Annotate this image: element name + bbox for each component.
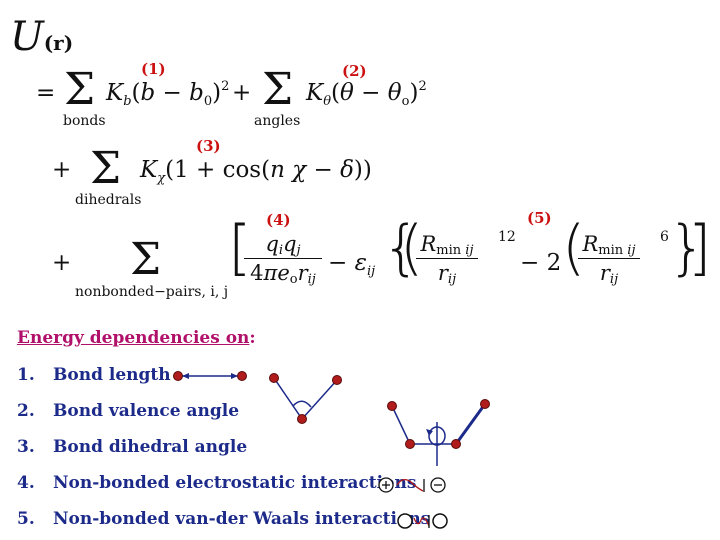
term-marker-4: (4) (266, 211, 291, 229)
energy-argument: (r) (43, 31, 74, 55)
energy-symbol: U (10, 14, 44, 60)
sum-label-angles: angles (254, 113, 301, 129)
item-label: Non-bonded van-der Waals interactions (53, 509, 431, 529)
dependencies-heading: Energy dependencies on: (17, 328, 256, 348)
electrostatic-fraction: qiqj 4πeorij (244, 232, 322, 287)
item-number: 1. (17, 365, 35, 385)
heading-text: Energy dependencies on (17, 328, 250, 348)
left-bracket: [ (228, 213, 252, 283)
term-marker-1: (1) (141, 60, 166, 78)
term-marker-5: (5) (527, 209, 552, 227)
dihedral-term: Kχ(1 + cos(n χ − δ)) (140, 157, 372, 186)
exponent-6: 6 (660, 229, 669, 245)
list-item: 1. Bond length (17, 365, 171, 385)
sum-angles-symbol: Σ (262, 64, 294, 115)
angle-term: Kθ(θ − θo)2 (306, 79, 427, 109)
item-label: Bond length (53, 365, 171, 385)
vdw-fraction-12: Rmin ij rij (416, 232, 478, 287)
epsilon-term: − εij (328, 250, 376, 279)
dihedral-angle-icon (387, 399, 490, 466)
plus-sign: + (52, 250, 72, 276)
sum-bonds-symbol: Σ (64, 64, 96, 115)
right-brace: } (668, 213, 707, 283)
item-label: Bond valence angle (53, 401, 240, 421)
sum-dihedrals-symbol: Σ (90, 143, 122, 194)
sum-label-nonbonded: nonbonded−pairs, i, j (75, 284, 229, 300)
plus-sign: + (232, 80, 252, 106)
item-label: Bond dihedral angle (53, 437, 248, 457)
item-number: 4. (17, 473, 35, 493)
exponent-12: 12 (498, 229, 516, 245)
sum-nonbonded-symbol: Σ (130, 234, 162, 285)
electrostatic-icon (378, 477, 446, 493)
term-marker-2: (2) (342, 62, 367, 80)
item-number: 5. (17, 509, 35, 529)
term-marker-3: (3) (196, 137, 221, 155)
list-item: 4. Non-bonded electrostatic interactions (17, 473, 416, 493)
item-number: 3. (17, 437, 35, 457)
vdw-fraction-6: Rmin ij rij (578, 232, 640, 287)
heading-colon: : (249, 328, 256, 348)
minus-two: − 2 (520, 250, 562, 276)
equals-sign: = (36, 80, 56, 106)
left-brace: { (382, 213, 421, 283)
bond-term: Kb(b − b0)2 (106, 79, 230, 109)
item-number: 2. (17, 401, 35, 421)
sum-label-dihedrals: dihedrals (75, 192, 142, 208)
bond-length-icon (173, 371, 247, 381)
list-item: 3. Bond dihedral angle (17, 437, 247, 457)
list-item: 2. Bond valence angle (17, 401, 239, 421)
plus-sign: + (52, 157, 72, 183)
sum-label-bonds: bonds (63, 113, 106, 129)
left-paren-6: ( (562, 213, 586, 283)
energy-function-label: U(r) (10, 14, 73, 60)
list-item: 5. Non-bonded van-der Waals interactions (17, 509, 430, 529)
van-der-waals-icon (397, 513, 448, 529)
right-bracket: ] (688, 213, 712, 283)
item-label: Non-bonded electrostatic interactions (53, 473, 417, 493)
bond-angle-icon (269, 373, 342, 424)
left-paren-12: ( (400, 213, 424, 283)
